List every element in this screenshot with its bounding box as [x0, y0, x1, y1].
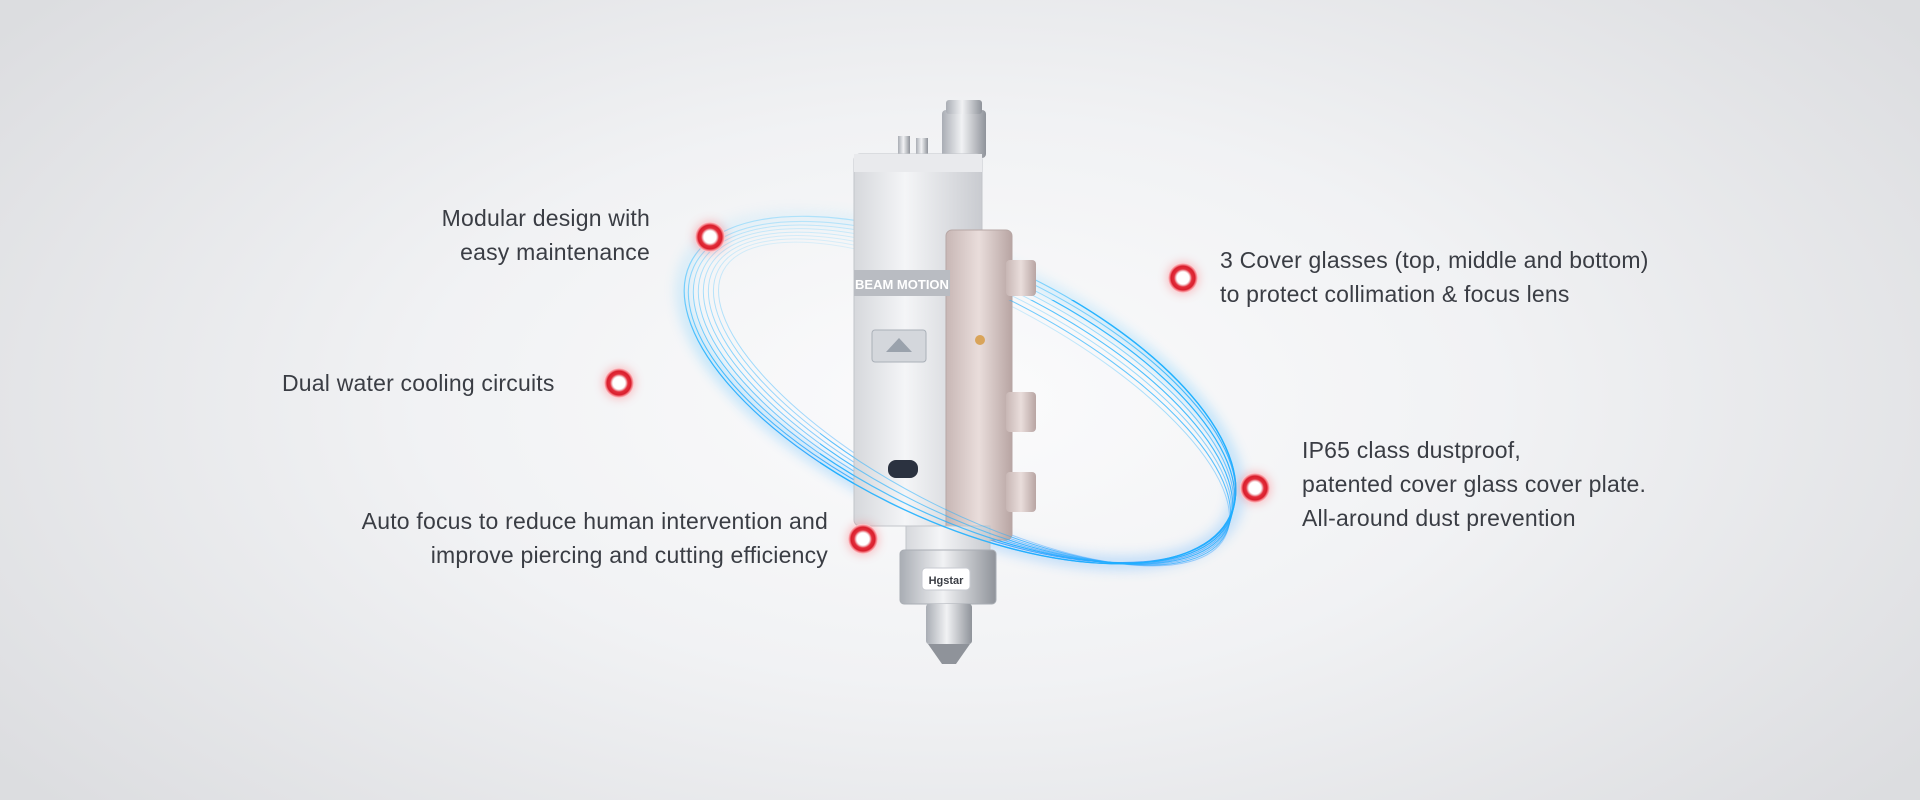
callout-modular-design: Modular design with easy maintenance — [442, 201, 650, 269]
callout-dustproof: IP65 class dustproof, patented cover gla… — [1302, 433, 1646, 535]
callout-auto-focus: Auto focus to reduce human intervention … — [362, 504, 828, 572]
callout-text-line: easy maintenance — [460, 239, 650, 265]
laser-cutting-head: BEAM MOTION Hgstar — [853, 100, 1036, 664]
callout-text-line: patented cover glass cover plate. — [1302, 471, 1647, 497]
callout-text-line: Dual water cooling circuits — [282, 370, 555, 396]
callout-text-line: Auto focus to reduce human intervention … — [361, 508, 828, 534]
hotspot-marker-cover-glasses[interactable] — [1168, 263, 1198, 293]
callout-cover-glasses: 3 Cover glasses (top, middle and bottom)… — [1220, 243, 1649, 311]
hotspot-marker-modular[interactable] — [695, 222, 725, 252]
callout-text-line: 3 Cover glasses (top, middle and bottom) — [1220, 247, 1649, 273]
brand-label: Hgstar — [929, 575, 965, 587]
hotspot-marker-cooling[interactable] — [604, 368, 634, 398]
callout-text-line: All-around dust prevention — [1302, 505, 1576, 531]
callout-text-line: to protect collimation & focus lens — [1220, 281, 1570, 307]
hotspot-marker-dustproof[interactable] — [1240, 473, 1270, 503]
panel-label: BEAM MOTION — [855, 277, 949, 292]
callout-text-line: improve piercing and cutting efficiency — [430, 542, 828, 568]
callout-dual-cooling: Dual water cooling circuits — [282, 366, 555, 400]
hotspot-marker-autofocus[interactable] — [848, 524, 878, 554]
callout-text-line: Modular design with — [441, 205, 650, 231]
callout-text-line: IP65 class dustproof, — [1302, 437, 1521, 463]
